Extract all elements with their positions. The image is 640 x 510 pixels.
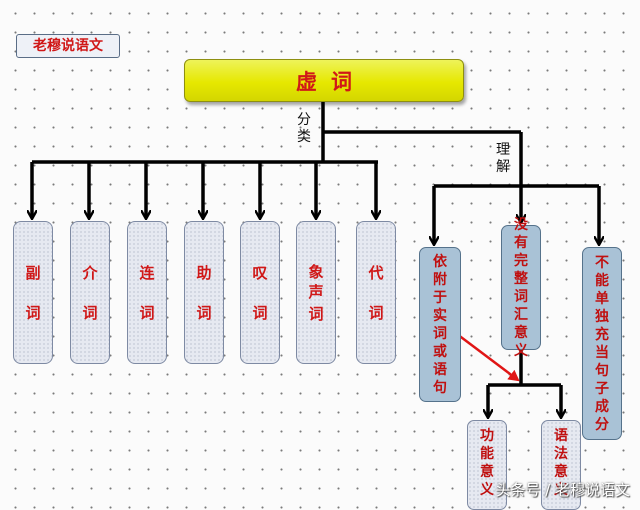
brand-label: 老穆说语文 xyxy=(16,34,120,58)
attach-node: 依附于实词或语句 xyxy=(419,247,461,402)
function-meaning-node: 功能意义 xyxy=(467,420,507,510)
no-meaning-node: 没有完整词汇意义 xyxy=(501,217,541,359)
category-node: 代词 xyxy=(356,221,396,364)
root-node: 虚词 xyxy=(184,59,464,102)
not-component-node: 不能单独充当句子成分 xyxy=(582,247,622,440)
category-suffix: 词 xyxy=(139,303,155,322)
category-name: 叹 xyxy=(252,263,268,282)
grammar-meaning-node: 语法意义 xyxy=(541,420,581,510)
category-name: 连 xyxy=(139,263,155,282)
category-node: 象声词 xyxy=(296,221,336,364)
category-node: 介词 xyxy=(70,221,110,364)
category-suffix: 词 xyxy=(252,303,268,322)
category-suffix: 词 xyxy=(25,303,41,322)
category-suffix: 词 xyxy=(196,303,212,322)
category-name: 象声 xyxy=(308,262,324,301)
category-node: 连词 xyxy=(127,221,167,364)
category-node: 副词 xyxy=(13,221,53,364)
understand-label: 理解 xyxy=(496,142,510,175)
watermark: 头条号 / 老穆说语文 xyxy=(495,481,630,499)
category-suffix: 词 xyxy=(368,303,384,322)
category-name: 介 xyxy=(82,263,98,282)
category-name: 助 xyxy=(196,263,212,282)
category-name: 代 xyxy=(368,263,384,282)
category-node: 助词 xyxy=(184,221,224,364)
category-name: 副 xyxy=(25,263,41,282)
classify-label: 分类 xyxy=(297,112,311,145)
category-suffix: 词 xyxy=(82,303,98,322)
category-node: 叹词 xyxy=(240,221,280,364)
category-suffix: 词 xyxy=(308,304,324,323)
